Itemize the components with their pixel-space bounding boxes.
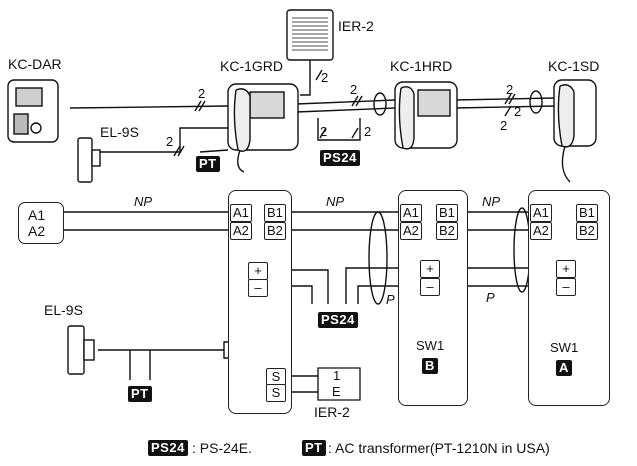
wire-count-6: 2 [166, 134, 174, 149]
np-wire-left [62, 211, 228, 231]
hrd-plus: + [420, 260, 440, 278]
grd-a2: A2 [230, 222, 252, 240]
np-wire-right [465, 211, 528, 231]
sd-minus: – [556, 278, 576, 296]
ier2-term-1: 1 [333, 368, 341, 383]
sd-plus: + [556, 260, 576, 278]
kcdar-a2: A2 [28, 223, 46, 239]
legend-pt-desc: : AC transformer(PT-1210N in USA) [328, 440, 550, 456]
ier2-term-e: E [332, 384, 341, 399]
grd-s2: S [266, 384, 286, 402]
grd-minus: – [248, 279, 268, 297]
wire-count-7: 2 [320, 124, 328, 139]
hrd-b2: B2 [436, 222, 458, 240]
label-kc-1sd: KC-1SD [548, 58, 600, 74]
label-ier2-top: IER-2 [338, 18, 374, 34]
sd-b2: B2 [576, 222, 598, 240]
sd-b1: B1 [576, 204, 598, 222]
wire-el9s-top [95, 127, 228, 153]
kcdar-a1: A1 [28, 207, 46, 223]
el9s-top-body [77, 137, 93, 183]
wire-count-5: 2 [500, 118, 508, 133]
wire-ps24-top [317, 118, 361, 141]
label-kc-1hrd: KC-1HRD [390, 58, 453, 74]
pt-tag-top: PT [196, 156, 220, 172]
label-el9s-top: EL-9S [100, 124, 139, 140]
sw1-a-tag: A [556, 360, 572, 376]
legend-pt-tag: PT [302, 440, 326, 456]
np-label-1: NP [134, 194, 153, 209]
p-label-1: P [386, 292, 395, 307]
np-label-3: NP [482, 194, 501, 209]
p-label-2: P [486, 290, 495, 305]
grd-a1: A1 [230, 204, 252, 222]
wire-count-8: 2 [364, 124, 372, 139]
el9s-bottom-body [67, 325, 85, 375]
wire-count-3: 2 [350, 82, 358, 97]
sd-a2: A2 [530, 222, 552, 240]
hrd-b1: B1 [436, 204, 458, 222]
sw1-b-tag: B [422, 358, 438, 374]
ps24-tag-top: PS24 [320, 150, 360, 166]
label-kc-1grd: KC-1GRD [220, 58, 284, 74]
ier2-top-body [286, 9, 334, 61]
label-el9s-bottom: EL-9S [44, 302, 83, 318]
legend-ps24-desc: : PS-24E. [192, 440, 252, 456]
ps24-tag-bottom: PS24 [318, 312, 358, 328]
np-label-2: NP [326, 194, 345, 209]
sw1-label-sd: SW1 [550, 340, 579, 355]
wire-count-9: 2 [514, 104, 522, 119]
np-wire-mid [290, 211, 398, 231]
hrd-minus: – [420, 278, 440, 296]
kc-dar-unit [18, 202, 64, 244]
label-ier2-bottom: IER-2 [314, 404, 350, 420]
grd-plus: + [248, 262, 268, 280]
hrd-a1: A1 [400, 204, 422, 222]
wire-count-1: 2 [198, 86, 206, 101]
label-kc-dar: KC-DAR [8, 56, 62, 72]
grd-b1: B1 [264, 204, 286, 222]
sw1-label-hrd: SW1 [416, 338, 445, 353]
wire-ier2-top [300, 60, 311, 96]
legend-ps24-tag: PS24 [148, 440, 188, 456]
sd-a1: A1 [530, 204, 552, 222]
grd-b2: B2 [264, 222, 286, 240]
ier2-bottom-box [317, 367, 361, 401]
wire-hrd-sd [454, 97, 556, 109]
hrd-a2: A2 [400, 222, 422, 240]
wire-count-2: 2 [321, 70, 329, 85]
wire-count-4: 2 [506, 82, 514, 97]
pt-tag-bottom: PT [128, 386, 152, 402]
wire-grd-hrd [295, 99, 396, 113]
wire-kcdar-grd [69, 105, 229, 109]
